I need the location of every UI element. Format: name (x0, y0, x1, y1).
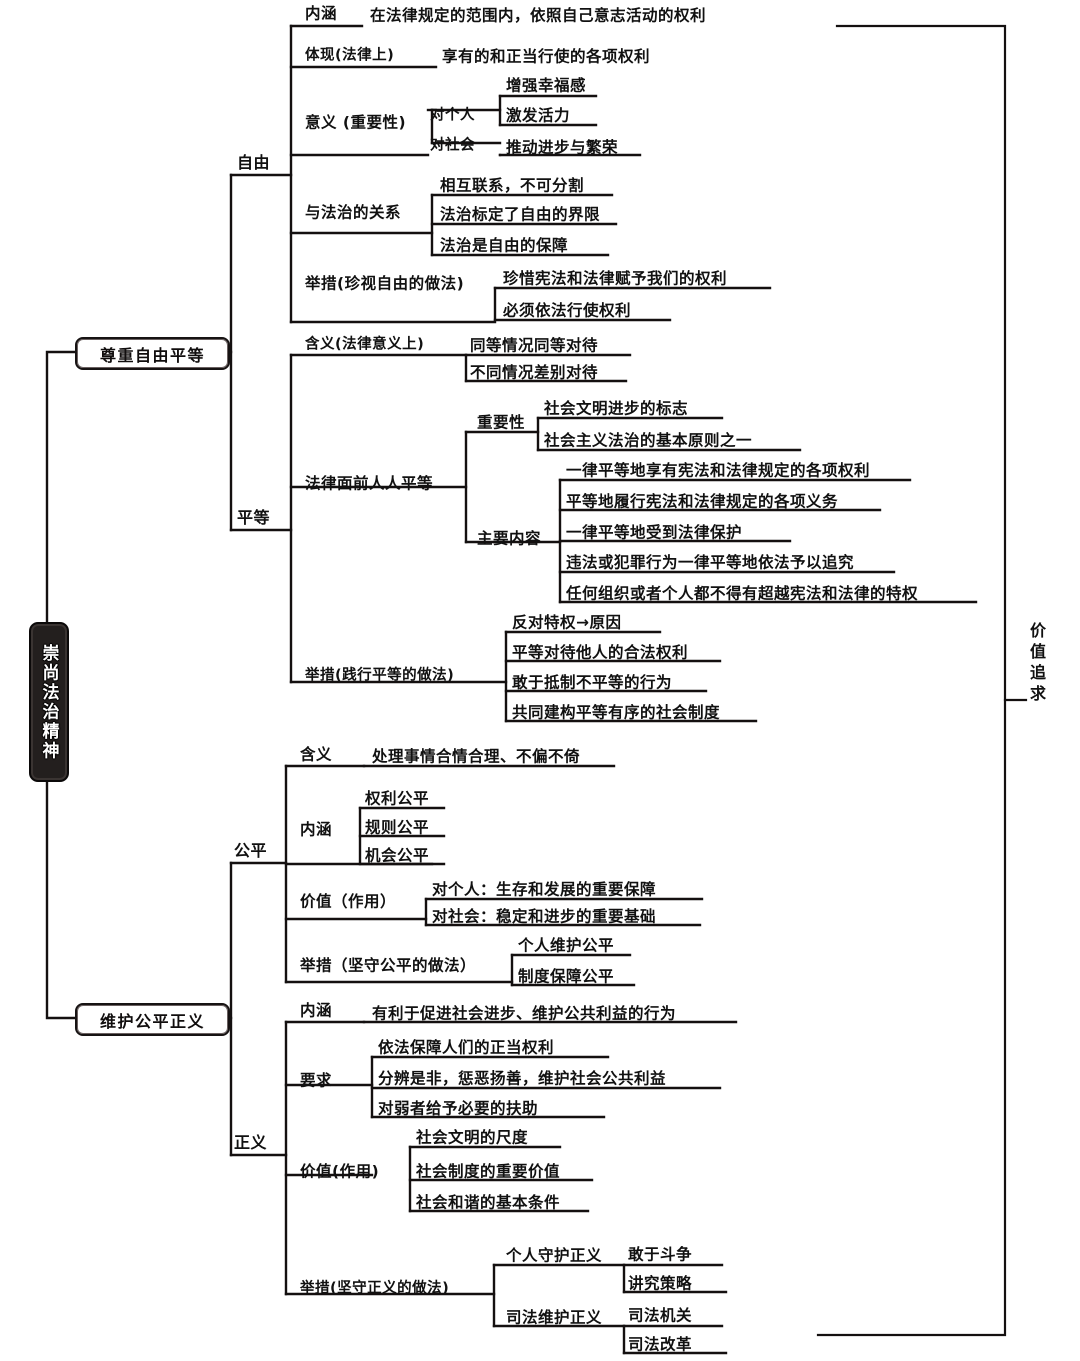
node-equality-meaning[interactable]: 含义(法律意义上) (305, 336, 425, 353)
leaf-justice-value-1: 社会文明的尺度 (416, 1128, 529, 1147)
leaf-fairness-connotation-2: 规则公平 (365, 818, 430, 837)
leaf-freedom-society-1: 推动进步与繁荣 (506, 138, 619, 157)
leaf-justice-judicial-2: 司法改革 (628, 1335, 693, 1354)
leaf-equality-measures-1: 反对特权→原因 (512, 613, 622, 632)
node-freedom-for-society[interactable]: 对社会 (430, 137, 475, 154)
node-freedom[interactable]: 自由 (237, 153, 271, 172)
leaf-freedom-measures-2: 必须依法行使权利 (503, 301, 632, 320)
node-justice-judicial[interactable]: 司法维护正义 (506, 1308, 603, 1327)
leaf-justice-value-2: 社会制度的重要价值 (416, 1162, 561, 1181)
node-equality-importance[interactable]: 重要性 (477, 413, 526, 432)
branch-node-label: 维护公平正义 (99, 1011, 205, 1031)
leaf-equality-measures-4: 共同建构平等有序的社会制度 (512, 703, 721, 722)
node-justice[interactable]: 正义 (234, 1133, 268, 1152)
root-node[interactable]: 崇尚法治精神 (29, 622, 69, 782)
leaf-fairness-connotation-1: 权利公平 (365, 789, 430, 808)
leaf-justice-requirements-3: 对弱者给予必要的扶助 (378, 1099, 539, 1118)
node-fairness[interactable]: 公平 (234, 841, 268, 860)
branch-node-label: 尊重自由平等 (99, 345, 205, 365)
node-equality-measures[interactable]: 举措(践行平等的做法) (305, 667, 455, 684)
leaf-equality-content-5: 任何组织或者个人都不得有超越宪法和法律的特权 (566, 584, 919, 603)
node-fairness-connotation[interactable]: 内涵 (300, 820, 333, 839)
leaf-equality-meaning-1: 同等情况同等对待 (470, 336, 599, 355)
leaf-freedom-relation-2: 法治标定了自由的界限 (440, 205, 601, 224)
leaf-freedom-individual-2: 激发活力 (506, 106, 571, 125)
value-pursuit-caption: 价值追求 (1027, 622, 1046, 706)
node-justice-measures[interactable]: 举措(坚守正义的做法) (300, 1280, 450, 1297)
leaf-freedom-meaning-1: 在法律规定的范围内，依照自己意志活动的权利 (370, 6, 707, 25)
leaf-equality-measures-3: 敢于抵制不平等的行为 (512, 673, 673, 692)
leaf-justice-requirements-2: 分辨是非，惩恶扬善，维护社会公共利益 (378, 1069, 667, 1088)
leaf-justice-judicial-1: 司法机关 (628, 1306, 693, 1325)
node-fairness-meaning[interactable]: 含义 (300, 745, 333, 764)
leaf-fairness-connotation-3: 机会公平 (365, 846, 430, 865)
leaf-equality-content-4: 违法或犯罪行为一律平等地依法予以追究 (566, 553, 855, 572)
leaf-fairness-meaning-1: 处理事情合情合理、不偏不倚 (372, 747, 581, 766)
node-equality-main-content[interactable]: 主要内容 (477, 529, 542, 548)
leaf-fairness-measures-2: 制度保障公平 (518, 967, 615, 986)
leaf-freedom-relation-1: 相互联系，不可分割 (440, 176, 585, 195)
leaf-freedom-embodiment-1: 享有的和正当行使的各项权利 (442, 47, 651, 66)
node-justice-individual[interactable]: 个人守护正义 (506, 1246, 603, 1265)
node-fairness-value[interactable]: 价值（作用） (300, 892, 397, 911)
node-freedom-rule-of-law-relation[interactable]: 与法治的关系 (305, 203, 402, 222)
node-fairness-measures[interactable]: 举措（坚守公平的做法） (300, 956, 477, 975)
node-freedom-measures[interactable]: 举措(珍视自由的做法) (305, 274, 465, 293)
node-equality-before-law[interactable]: 法律面前人人平等 (305, 474, 434, 493)
leaf-justice-requirements-1: 依法保障人们的正当权利 (378, 1038, 555, 1057)
node-justice-connotation[interactable]: 内涵 (300, 1001, 333, 1020)
leaf-fairness-value-1: 对个人：生存和发展的重要保障 (432, 880, 657, 899)
leaf-equality-content-3: 一律平等地受到法律保护 (566, 523, 743, 542)
leaf-equality-importance-2: 社会主义法治的基本原则之一 (544, 431, 753, 450)
node-freedom-significance[interactable]: 意义 (重要性) (305, 113, 407, 132)
node-justice-value[interactable]: 价值(作用) (300, 1162, 380, 1181)
node-freedom-meaning[interactable]: 内涵 (305, 4, 338, 23)
node-justice-requirements[interactable]: 要求 (300, 1071, 333, 1090)
leaf-freedom-measures-1: 珍惜宪法和法律赋予我们的权利 (503, 269, 728, 288)
leaf-justice-individual-2: 讲究策略 (628, 1274, 693, 1293)
leaf-equality-content-1: 一律平等地享有宪法和法律规定的各项权利 (566, 461, 871, 480)
branch-node-uphold-fairness-justice[interactable]: 维护公平正义 (75, 1003, 230, 1036)
leaf-equality-meaning-2: 不同情况差别对待 (470, 363, 599, 382)
leaf-justice-value-3: 社会和谐的基本条件 (416, 1193, 561, 1212)
node-freedom-for-individual[interactable]: 对个人 (430, 107, 475, 124)
leaf-fairness-value-2: 对社会：稳定和进步的重要基础 (432, 907, 657, 926)
root-node-label: 崇尚法治精神 (38, 643, 59, 761)
leaf-equality-measures-2: 平等对待他人的合法权利 (512, 643, 689, 662)
leaf-justice-individual-1: 敢于斗争 (628, 1245, 693, 1264)
node-equality[interactable]: 平等 (237, 508, 271, 527)
leaf-freedom-relation-3: 法治是自由的保障 (440, 236, 569, 255)
leaf-justice-connotation-1: 有利于促进社会进步、维护公共利益的行为 (372, 1004, 677, 1023)
branch-node-respect-freedom-equality[interactable]: 尊重自由平等 (75, 337, 230, 370)
leaf-fairness-measures-1: 个人维护公平 (518, 936, 615, 955)
leaf-freedom-individual-1: 增强幸福感 (506, 76, 587, 95)
leaf-equality-importance-1: 社会文明进步的标志 (544, 399, 689, 418)
leaf-equality-content-2: 平等地履行宪法和法律规定的各项义务 (566, 492, 839, 511)
node-freedom-embodiment[interactable]: 体现(法律上) (305, 47, 395, 64)
